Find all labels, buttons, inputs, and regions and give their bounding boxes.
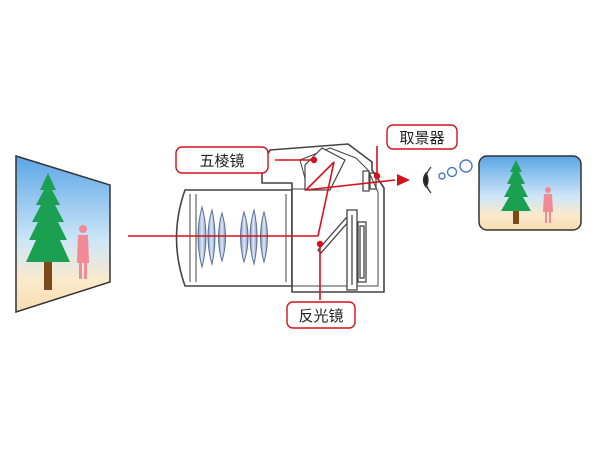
viewfinder-dot xyxy=(373,172,381,180)
eyepiece xyxy=(362,170,377,192)
light-path xyxy=(128,146,396,300)
tree-icon xyxy=(26,173,70,290)
person-icon xyxy=(543,187,553,223)
pentaprism-label: 五棱镜 xyxy=(175,146,269,174)
svg-text:取景器: 取景器 xyxy=(399,129,444,147)
light-arrow xyxy=(397,174,410,186)
lens-elements xyxy=(197,205,268,269)
mirror-dot xyxy=(316,240,324,248)
reflex-mirror-label: 反光镜 xyxy=(286,301,356,329)
person-icon xyxy=(77,225,89,279)
svg-text:五棱镜: 五棱镜 xyxy=(199,152,244,170)
subject-scene xyxy=(15,154,111,314)
viewfinder-image xyxy=(478,155,582,231)
mirror-assembly xyxy=(317,209,367,291)
eye-icon xyxy=(422,166,432,194)
viewfinder-label: 取景器 xyxy=(386,124,458,150)
svg-text:反光镜: 反光镜 xyxy=(298,307,343,325)
tree-icon xyxy=(501,160,531,224)
thought-bubble-icon xyxy=(438,159,473,180)
pentaprism-dot xyxy=(310,156,318,164)
